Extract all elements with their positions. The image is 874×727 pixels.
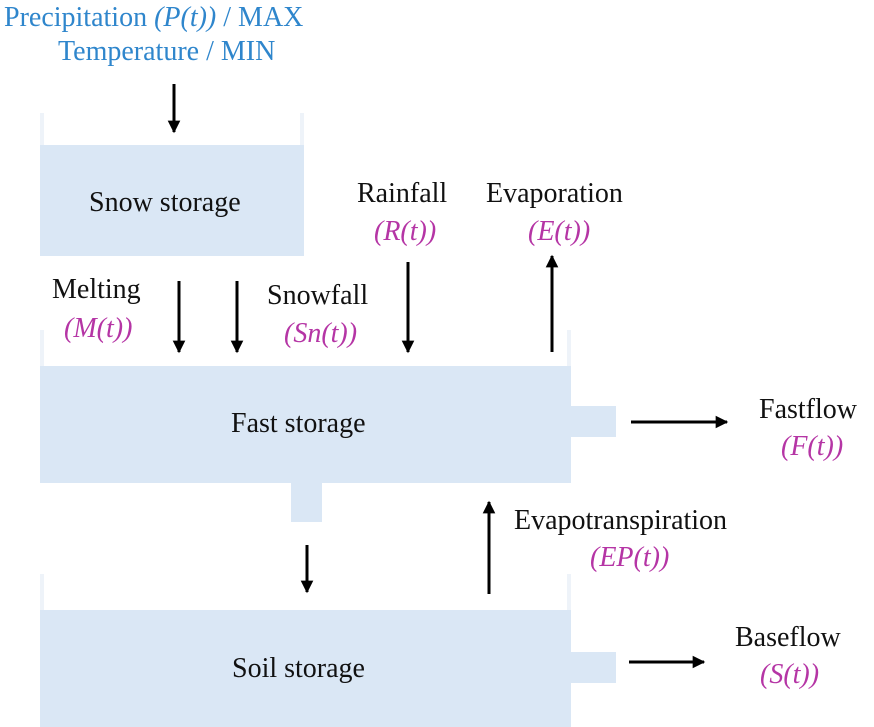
precipitation-label: Precipitation	[4, 2, 155, 33]
soil-storage-box	[40, 610, 571, 727]
fast-storage-drain	[291, 483, 322, 522]
fast-storage-label: Fast storage	[231, 408, 366, 439]
snow-storage-box	[40, 145, 304, 256]
evapotranspiration-variable: (EP(t))	[590, 542, 670, 573]
melting-variable: (M(t))	[64, 313, 133, 344]
soil-storage-outlet	[571, 652, 616, 683]
max-label: / MAX	[216, 2, 304, 33]
fastflow-label: Fastflow	[759, 394, 857, 425]
rainfall-label: Rainfall	[357, 178, 448, 209]
baseflow-variable: (S(t))	[760, 659, 820, 690]
fast-storage-outlet	[571, 406, 616, 437]
snowfall-variable: (Sn(t))	[284, 318, 358, 349]
rainfall-variable: (R(t))	[374, 216, 437, 247]
snow-storage-wall-left	[40, 113, 44, 145]
fastflow-variable: (F(t))	[781, 431, 844, 462]
melting-label: Melting	[52, 274, 141, 305]
snow-storage-wall-right	[300, 113, 304, 145]
soil-storage-label: Soil storage	[232, 653, 365, 684]
input-line-1: Precipitation (P(t)) / MAX	[4, 2, 303, 34]
evapotranspiration-label: Evapotranspiration	[514, 505, 728, 536]
evaporation-label: Evaporation	[486, 178, 623, 209]
baseflow-label: Baseflow	[735, 622, 841, 653]
input-line-2: Temperature / MIN	[58, 36, 276, 67]
evaporation-variable: (E(t))	[528, 216, 591, 247]
soil-storage-wall-right	[567, 574, 571, 610]
fast-storage-wall-right	[567, 330, 571, 366]
snowfall-label: Snowfall	[267, 280, 369, 311]
precipitation-variable: (P(t))	[154, 2, 217, 33]
snow-storage-label: Snow storage	[89, 187, 241, 218]
fast-storage-wall-left	[40, 330, 44, 366]
fast-storage-box	[40, 366, 571, 483]
soil-storage-wall-left	[40, 574, 44, 610]
